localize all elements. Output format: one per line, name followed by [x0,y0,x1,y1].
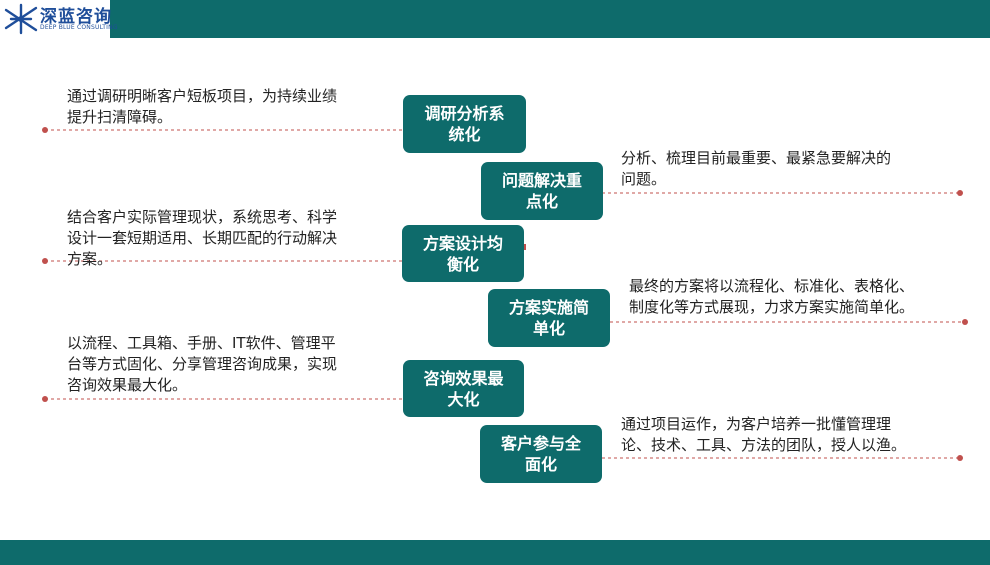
step-box-1: 调研分析系 统化 [403,95,526,153]
footer-bar [0,540,990,565]
header-bar [0,0,990,38]
connector-dot-4 [962,319,968,325]
step-desc-5: 以流程、工具箱、手册、IT软件、管理平 台等方式固化、分享管理咨询成果，实现 咨… [67,334,338,394]
logo-subtext: DEEP BLUE CONSULTING [40,24,118,31]
connector-dot-3 [42,258,48,264]
step-desc-1: 通过调研明晰客户短板项目，为持续业绩 提升扫清障碍。 [67,87,338,126]
connector-dot-6 [957,455,963,461]
step-box-3: 方案设计均 衡化 [402,225,524,282]
step-desc-2: 分析、梳理目前最重要、最紧急要解决的 问题。 [621,149,892,188]
step-desc-4: 最终的方案将以流程化、标准化、表格化、 制度化等方式展现，力求方案实施简单化。 [629,277,915,316]
step-box-4: 方案实施简 单化 [488,289,610,347]
connector-dot-2 [957,190,963,196]
connector-dot-5 [42,396,48,402]
step-desc-3: 结合客户实际管理现状，系统思考、科学 设计一套短期适用、长期匹配的行动解决 方案… [67,208,338,268]
connector-dot-1 [42,127,48,133]
step-box-2: 问题解决重 点化 [481,162,603,220]
connector-tab-2 [522,244,526,250]
step-box-6: 客户参与全 面化 [480,425,602,483]
logo-icon [4,3,38,35]
step-box-5: 咨询效果最 大化 [403,360,524,417]
logo-text: 深蓝咨询 [40,7,112,27]
logo: 深蓝咨询 DEEP BLUE CONSULTING [0,0,117,38]
step-desc-6: 通过项目运作，为客户培养一批懂管理理 论、技术、工具、方法的团队，授人以渔。 [621,415,907,454]
